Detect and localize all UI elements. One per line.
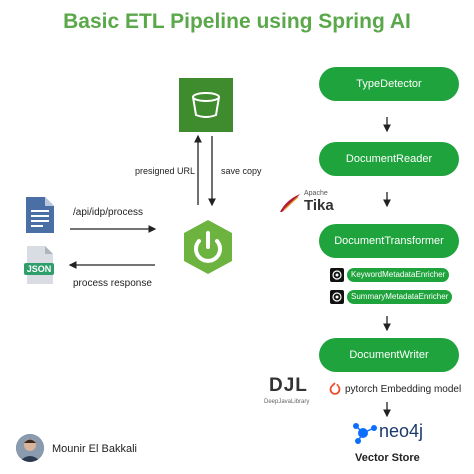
summary-metadata-enricher: SummaryMetadataEnricher [347, 290, 453, 304]
s3-bucket-icon [179, 78, 233, 132]
pytorch-embedding-label: pytorch Embedding model [345, 384, 462, 395]
neo4j-logo: neo4j [352, 421, 424, 445]
document-icon [26, 197, 54, 238]
tika-label: Tika [304, 197, 334, 214]
type-detector-step: TypeDetector [319, 67, 459, 101]
openai-icon [330, 268, 344, 282]
neo4j-label: neo4j [379, 421, 424, 441]
avatar [16, 434, 44, 462]
keyword-metadata-enricher: KeywordMetadataEnricher [347, 268, 450, 282]
djl-caption: DeepJavaLibrary [264, 399, 310, 405]
djl-logo: DJL DeepJavaLibrary [264, 375, 314, 407]
apache-tika-logo: Apache Tika [278, 190, 348, 216]
json-file-icon [24, 246, 54, 289]
document-writer-step: DocumentWriter [319, 338, 459, 372]
api-endpoint-label: /api/idp/process [73, 207, 144, 218]
document-transformer-step: DocumentTransformer [319, 224, 459, 258]
apache-label: Apache [304, 190, 328, 197]
presigned-url-label: presigned URL [135, 166, 196, 176]
pytorch-icon [328, 382, 342, 396]
json-badge-label: JSON [26, 264, 52, 274]
document-reader-step: DocumentReader [319, 142, 459, 176]
vector-store-label: Vector Store [355, 452, 420, 464]
page-title: Basic ETL Pipeline using Spring AI [63, 10, 411, 33]
save-copy-label: save copy [221, 166, 262, 176]
openai-icon [330, 290, 344, 304]
apache-feather-icon [280, 194, 300, 212]
process-response-label: process response [73, 278, 152, 289]
djl-label: DJL [269, 375, 308, 396]
spring-power-icon [179, 218, 237, 276]
author-name: Mounir El Bakkali [52, 443, 137, 455]
neo4j-graph-icon [353, 423, 377, 444]
